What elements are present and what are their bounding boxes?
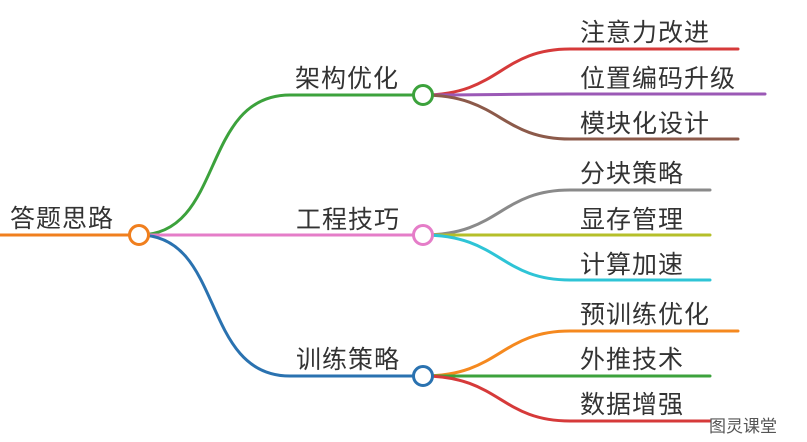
branch-node-circle — [412, 365, 434, 387]
leaf-label: 计算加速 — [580, 250, 685, 279]
watermark: 图灵课堂 — [709, 417, 777, 437]
branch-label-training: 训练策略 — [296, 345, 401, 374]
leaf-label: 预训练优化 — [580, 300, 711, 329]
branch-connector — [137, 233, 425, 378]
branch-connector — [137, 93, 425, 237]
branch-label-engineering: 工程技巧 — [296, 205, 401, 234]
branch-node-circle — [412, 84, 434, 106]
leaf-label: 注意力改进 — [580, 18, 711, 47]
leaf-label: 分块策略 — [580, 159, 685, 188]
leaf-label: 数据增强 — [580, 390, 685, 419]
leaf-connector — [421, 93, 740, 141]
leaf-connector — [421, 374, 712, 423]
branch-label-architecture: 架构优化 — [295, 64, 400, 93]
root-node-circle — [128, 224, 150, 246]
leaf-label: 模块化设计 — [580, 109, 711, 138]
leaf-connector — [421, 92, 767, 97]
leaf-connector — [421, 233, 712, 282]
leaf-label: 显存管理 — [580, 205, 685, 234]
leaf-label: 位置编码升级 — [580, 64, 737, 93]
leaf-label: 外推技术 — [580, 345, 685, 374]
leaf-connector — [421, 188, 712, 237]
root-node-label: 答题思路 — [10, 204, 115, 233]
leaf-connector — [421, 47, 740, 97]
leaf-connector — [421, 329, 740, 378]
branch-node-circle — [412, 224, 434, 246]
